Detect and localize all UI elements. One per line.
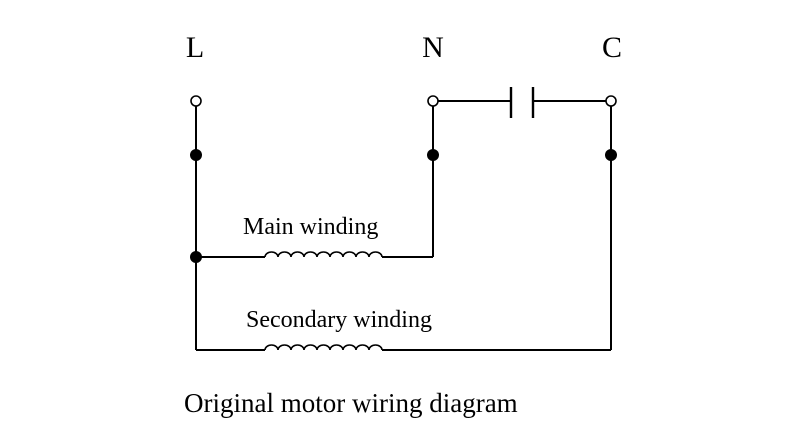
terminal-label-l: L	[186, 31, 204, 64]
junction-l-main	[190, 251, 202, 263]
terminal-l	[190, 95, 202, 107]
terminal-label-n: N	[422, 31, 444, 64]
terminal-label-c: C	[602, 31, 622, 64]
secondary-winding-coil	[264, 344, 383, 351]
terminal-n	[427, 95, 439, 107]
junction-c-upper	[605, 149, 617, 161]
junction-n-upper	[427, 149, 439, 161]
main-winding-coil	[264, 251, 383, 258]
diagram-caption: Original motor wiring diagram	[184, 388, 518, 418]
junction-l-upper	[190, 149, 202, 161]
terminal-c	[605, 95, 617, 107]
main-winding-label: Main winding	[243, 214, 378, 240]
secondary-winding-label: Secondary winding	[246, 307, 432, 333]
